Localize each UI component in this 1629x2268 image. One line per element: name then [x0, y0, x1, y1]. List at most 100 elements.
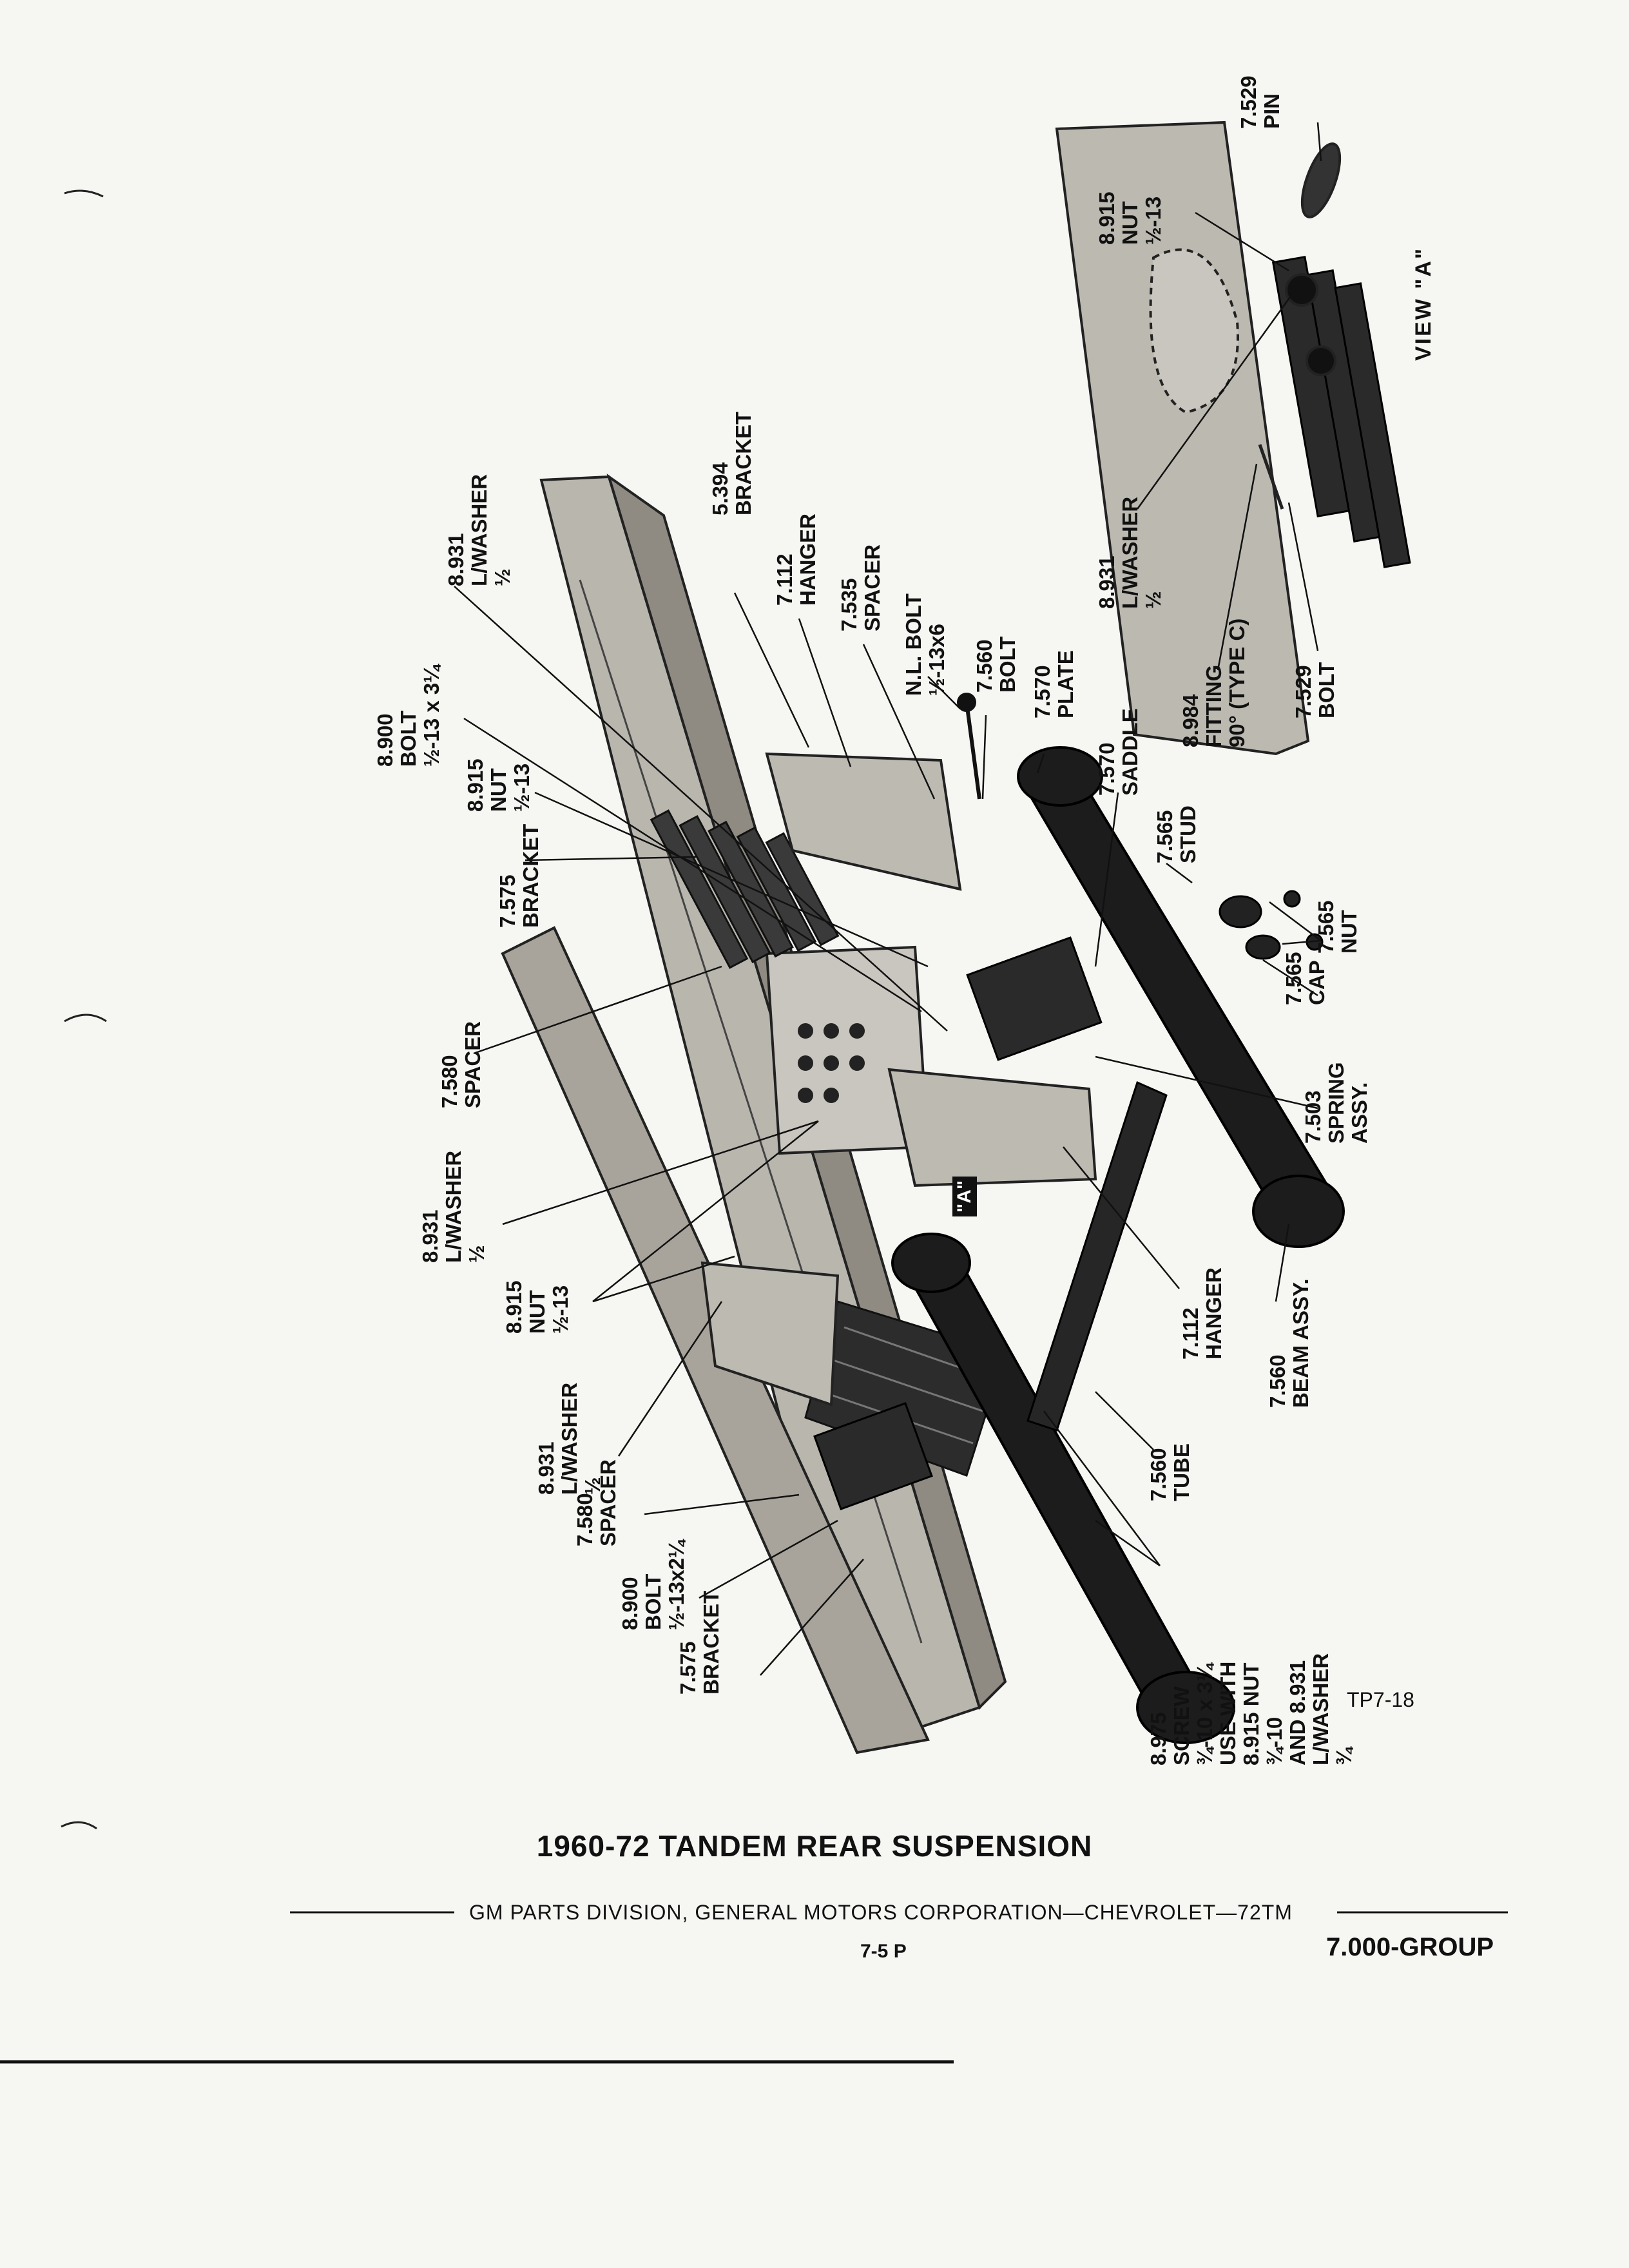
- page-number: 7-5 P: [860, 1941, 907, 1962]
- callout-line: 7.112: [773, 553, 796, 606]
- callout-line: ½-13x6: [925, 624, 949, 696]
- callout-line: 7.580: [438, 1055, 461, 1108]
- callout-line: 7.575: [676, 1641, 700, 1695]
- callout-line: ¾-10 x 3¼: [1193, 1664, 1217, 1765]
- callout-line: SPRING: [1324, 1062, 1348, 1144]
- callout-line: SPACER: [860, 544, 884, 631]
- callout-line: CAP: [1305, 960, 1329, 1005]
- callout-line: 7.535: [837, 578, 861, 631]
- callout-line: 7.112: [1179, 1307, 1202, 1360]
- figure-id: TP7-18: [1347, 1688, 1414, 1711]
- callout-line: L/WASHER: [467, 474, 491, 586]
- callout-line: ½-13: [1141, 196, 1165, 245]
- callout-line: BOLT: [1315, 662, 1338, 718]
- walking-beam: [891, 746, 1345, 1744]
- callout-line: L/WASHER: [1309, 1653, 1333, 1765]
- callout-line: SPACER: [461, 1021, 485, 1108]
- callout-line: ½: [1141, 591, 1165, 609]
- callout-line: ½-13: [510, 763, 534, 812]
- callout-line: 7.560: [972, 639, 996, 693]
- callout-line: ½: [465, 1245, 488, 1263]
- view-a-inset: [1055, 120, 1411, 756]
- callout-line: STUD: [1176, 805, 1200, 863]
- callout-line: AND 8.931: [1286, 1660, 1309, 1765]
- callout-line: 7.575: [496, 874, 519, 928]
- cross-tube: [1027, 1081, 1168, 1432]
- callout-line: 7.529: [1291, 665, 1315, 718]
- footer-text: GM PARTS DIVISION, GENERAL MOTORS CORPOR…: [469, 1901, 1293, 1924]
- callout-line: 7.565: [1153, 810, 1177, 863]
- callout-line: 8.931: [444, 533, 468, 586]
- callout-line: BRACKET: [519, 823, 543, 928]
- callout-line: SADDLE: [1118, 708, 1142, 796]
- callout-line: TUBE: [1170, 1443, 1193, 1501]
- callout-line: ½-13: [548, 1285, 572, 1334]
- group-number: 7.000-GROUP: [1326, 1933, 1494, 1961]
- callout-line: N.L. BOLT: [901, 593, 925, 696]
- callout-line: BOLT: [996, 636, 1019, 693]
- callout-line: PIN: [1260, 93, 1284, 129]
- callout-line: 8.931: [418, 1209, 442, 1263]
- callout-line: 8.975: [1146, 1712, 1170, 1765]
- callout-line: ½-13 x 3¼: [419, 665, 443, 767]
- callout-line: SPACER: [596, 1459, 620, 1546]
- callout-line: HANGER: [796, 513, 820, 606]
- callout-line: BEAM ASSY.: [1289, 1278, 1313, 1408]
- callout-line: ½: [490, 568, 514, 586]
- callout-line: BOLT: [641, 1573, 665, 1630]
- callout-line: NUT: [487, 768, 510, 812]
- callout-line: 8.915: [463, 758, 487, 812]
- callout-line: 8.915: [1095, 191, 1119, 245]
- callout-line: SCREW: [1170, 1686, 1193, 1765]
- callout-line: USE WITH: [1216, 1661, 1240, 1765]
- callout-line: ¾-10: [1262, 1716, 1286, 1765]
- leader-lines: [454, 122, 1322, 1676]
- callout-line: 7.529: [1237, 75, 1260, 129]
- cap-and-nuts: [1219, 890, 1324, 960]
- callout-line: 7.570: [1095, 742, 1119, 796]
- callout-line: 7.565: [1314, 900, 1338, 954]
- callout-line: NUT: [1118, 201, 1142, 245]
- callout-line: 90° (TYPE C): [1225, 618, 1249, 747]
- callout-line: 8.931: [534, 1441, 558, 1495]
- scan-mark: [61, 1821, 97, 1830]
- hanger: [700, 752, 1097, 1407]
- callout-line: 8.915: [502, 1280, 526, 1334]
- scan-mark: [64, 189, 104, 198]
- callout-line: 8.931: [1095, 555, 1119, 609]
- callout-line: FITTING: [1202, 664, 1226, 747]
- page-title: 1960-72 TANDEM REAR SUSPENSION: [536, 1829, 1093, 1863]
- callout-line: 8.900: [373, 713, 397, 767]
- callout-line: 8.915 NUT: [1239, 1662, 1263, 1765]
- callout-line: 5.394: [708, 462, 732, 515]
- callout-line: NUT: [525, 1290, 549, 1334]
- callout-line: 8.984: [1179, 694, 1202, 747]
- saddle-assembly: [813, 936, 1103, 1510]
